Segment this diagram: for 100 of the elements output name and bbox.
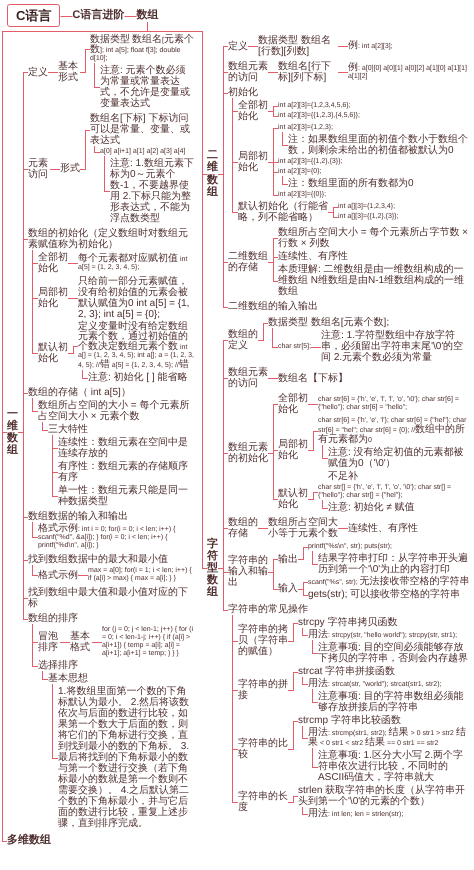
topic-text: 数组所占空间大小 = 每个元素所占字节数 × 行数 × 列数 bbox=[278, 227, 470, 249]
branch-line bbox=[78, 575, 88, 576]
topic-text: 冒泡排序 bbox=[38, 631, 60, 653]
branch-line bbox=[48, 72, 58, 73]
topic-text: 选择排序 bbox=[38, 660, 78, 671]
topic-text: 字符串的拷贝（字符串的赋值） bbox=[238, 624, 288, 657]
branch-line bbox=[288, 623, 298, 642]
branch-line bbox=[308, 404, 318, 405]
topic-text: 字符串的输入和输出 bbox=[228, 555, 268, 588]
branch-line bbox=[288, 672, 298, 691]
topic-text: 找到数组中最大值和最小值对应的下标 bbox=[28, 587, 195, 609]
topic-text: C语言进阶 bbox=[72, 9, 124, 22]
topic-text: 全部初始化 bbox=[278, 393, 308, 415]
topic-text: 局部初始化 bbox=[38, 287, 68, 309]
branch-line bbox=[218, 174, 228, 308]
branch-line bbox=[310, 347, 322, 348]
topic-text: 数组名[行下标][列下标] bbox=[278, 61, 338, 83]
topic-text: 数组数据的输入和输出 bbox=[28, 511, 128, 522]
branch-line bbox=[52, 434, 58, 497]
branch-line bbox=[124, 16, 137, 17]
topic-text: 注意: 元素个数必须为常量或常量表达式，不允许是变量或变量表达式 bbox=[100, 65, 195, 109]
topic-text: 多维数组 bbox=[7, 834, 51, 847]
topic-text: 数组元素的初始化 bbox=[228, 442, 268, 464]
topic-text: 初始化 bbox=[228, 87, 258, 98]
topic-text: 数组的排序 bbox=[28, 613, 78, 624]
branch-line bbox=[312, 550, 318, 565]
branch-line bbox=[248, 46, 258, 47]
topic-text: 数组的初始化（定义数组时对数组元素赋值称为初始化） bbox=[28, 228, 195, 250]
topic-text: strcmp 字符串比较函数 bbox=[298, 715, 401, 726]
note-text: 不足补 bbox=[328, 471, 358, 482]
branch-line bbox=[80, 49, 90, 73]
branch-line bbox=[268, 262, 278, 282]
topic-text: strlen 获取字符串的长度（从字符串开头到第一个'\0'的元素的个数） bbox=[298, 785, 470, 807]
topic-text: 数组 bbox=[136, 9, 158, 22]
topic-text: 数组元素的访问 bbox=[228, 61, 268, 83]
branch-line bbox=[302, 726, 308, 739]
branch-line bbox=[42, 670, 48, 680]
branch-line bbox=[94, 62, 100, 88]
branch-line bbox=[282, 132, 288, 146]
branch-line bbox=[32, 250, 38, 354]
topic-text: 输出 bbox=[278, 554, 298, 564]
branch-line bbox=[302, 806, 308, 815]
topic-text: 格式示例 bbox=[38, 570, 78, 580]
topic-text: gets(str); 可以接收带空格的字符串 bbox=[308, 589, 460, 600]
topic-text: 元素访问 bbox=[28, 158, 50, 180]
branch-line bbox=[302, 628, 308, 636]
topic-text: 数组所占空间的大小 = 每个元素所占空间大小 × 元素个数 bbox=[38, 400, 195, 422]
topic-text: 数组元素的访问 bbox=[228, 367, 268, 389]
topic-text: 局部初始化 bbox=[278, 438, 308, 460]
topic-text: 字符串的拼接 bbox=[238, 678, 288, 700]
branch-line bbox=[288, 796, 298, 803]
branch-topic: 一维数组 bbox=[7, 408, 18, 456]
branch-line bbox=[92, 642, 102, 643]
branch-line bbox=[232, 614, 238, 803]
branch-line bbox=[302, 676, 308, 685]
branch-line bbox=[312, 640, 318, 654]
branch-line bbox=[32, 624, 38, 667]
topic-text: 基本格式 bbox=[70, 631, 92, 653]
topic-text: 有序性：数组元素的存储顺序有序 bbox=[58, 461, 195, 483]
branch-line bbox=[268, 111, 278, 117]
topic-text: 局部初始化 bbox=[238, 150, 268, 172]
branch-line bbox=[68, 263, 78, 264]
topic-text: 三大特性 bbox=[48, 424, 88, 435]
branch-line bbox=[288, 721, 298, 750]
topic-text: 数据类型 数组名[元素个数]; bbox=[268, 317, 390, 328]
topic-text: 单一性：数组元素只能是同一种数据类型 bbox=[58, 485, 195, 507]
topic-text: 全部初始化 bbox=[238, 100, 268, 122]
branch-line bbox=[232, 98, 238, 213]
branch-line bbox=[338, 46, 348, 47]
topic-text: 注意: 没有给定初值的元素都被赋值为0（'\0'） bbox=[328, 447, 470, 469]
branch-line bbox=[104, 156, 110, 192]
topic-text: 定义 bbox=[28, 66, 48, 78]
branch-line bbox=[268, 72, 278, 73]
topic-text: 注意事项: 1.区分大小写 2.两个字符串依次进行比较，不同时的ASCII码值大，字符串就大 bbox=[318, 750, 470, 783]
topic-text: 基本形式 bbox=[58, 61, 80, 83]
topic-text: 数组名[下标] 下标访问可以是常量、变量、或表达式 bbox=[90, 113, 195, 146]
branch-line bbox=[68, 346, 78, 354]
topic-text: 字符串的长度 bbox=[238, 791, 288, 813]
branch-line bbox=[308, 431, 318, 451]
topic-text: 数组所占空间大小等于元素个数 bbox=[268, 517, 338, 539]
topic-text: 字符串的常见操作 bbox=[228, 604, 308, 615]
topic-text: 二维数组的存储 bbox=[228, 251, 268, 273]
branch-line bbox=[328, 212, 338, 218]
branch-line bbox=[338, 72, 348, 73]
topic-text: 注：数组里面的所有数都为0 bbox=[288, 178, 414, 189]
topic-text: 连续性、有序性 bbox=[348, 522, 418, 534]
branch-line bbox=[32, 522, 38, 538]
branch-line bbox=[312, 688, 318, 703]
branch-line bbox=[268, 378, 278, 379]
topic-text: 数组的定义 bbox=[228, 329, 258, 351]
central-topic: C语言 bbox=[7, 4, 60, 27]
topic-text: strcat 字符串拼接函数 bbox=[298, 666, 396, 677]
branch-line bbox=[338, 528, 348, 529]
topic-text: 本质理解: 二维数组是由一维数组构成的一维数组 N维数组是由N-1维数组构成的一维数组 bbox=[278, 264, 470, 297]
branch-line bbox=[60, 16, 73, 17]
branch-line bbox=[312, 748, 318, 768]
branch-line bbox=[298, 589, 308, 596]
topic-text: 注意: 初始化 [ ] 能省略 bbox=[88, 372, 188, 383]
topic-text: 注意: 1.数组元素下标为0～元素个数-1，不要越界使用 2.下标只能为整形表达式，不能为浮点数类型 bbox=[110, 158, 195, 224]
branch-line bbox=[50, 169, 60, 170]
